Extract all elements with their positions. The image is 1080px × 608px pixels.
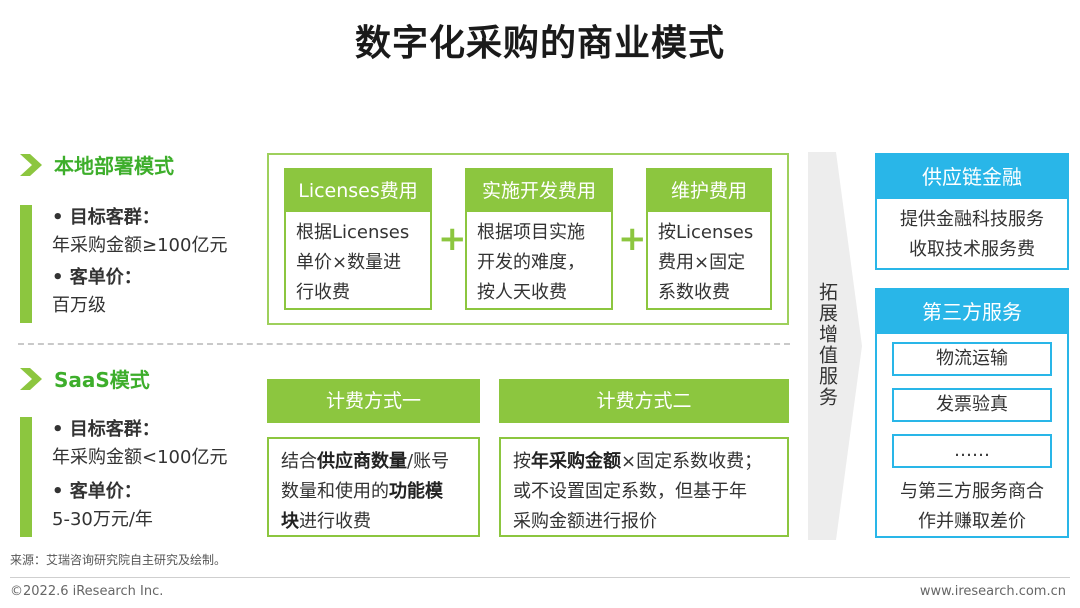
supply-chain-finance-head: 供应链金融 [877, 155, 1067, 199]
text-segment: /账号 [407, 451, 450, 472]
card-line: 费用×固定 [658, 252, 746, 273]
expand-arrow-icon [808, 152, 862, 540]
copyright: ©2022.6 iResearch Inc. [10, 584, 164, 599]
card-line: 根据Licenses [296, 222, 410, 243]
website-link[interactable]: www.iresearch.com.cn [919, 584, 1066, 599]
onprem-target-value: 年采购金额≥100亿元 [52, 235, 228, 256]
saas-section-header: SaaS模式 [18, 364, 150, 393]
onprem-price-value: 百万级 [52, 295, 106, 316]
text-segment: 结合 [281, 451, 317, 472]
section-divider [18, 343, 790, 345]
card-line: 行收费 [296, 282, 350, 303]
saas-info: • 目标客群： 年采购金额<100亿元 • 客单价： 5-30万元/年 [52, 416, 227, 534]
invoice-verification-item: 发票验真 [892, 388, 1052, 422]
text-line: 提供金融科技服务 [900, 209, 1044, 230]
onprem-fee-box [267, 153, 789, 325]
onprem-price-label: • 客单价： [52, 267, 142, 288]
saas-accent-bar [20, 417, 32, 537]
text-line: 作并赚取差价 [918, 511, 1026, 532]
maintenance-fee-head: 维护费用 [648, 170, 770, 212]
implementation-fee-body: 根据项目实施 开发的难度， 按人天收费 [467, 212, 611, 314]
page-title: 数字化采购的商业模式 [354, 23, 725, 64]
expand-services-label: 拓展增值服务 [816, 282, 838, 408]
saas-heading: SaaS模式 [54, 368, 150, 392]
ellipsis-item: …… [892, 434, 1052, 468]
billing-method-two-head: 计费方式二 [499, 379, 789, 423]
saas-price-value: 5-30万元/年 [52, 509, 153, 530]
third-party-services-box: 第三方服务 [875, 288, 1069, 538]
onprem-accent-bar [20, 205, 32, 323]
card-line: 系数收费 [658, 282, 730, 303]
maintenance-fee-body: 按Licenses 费用×固定 系数收费 [648, 212, 770, 314]
text-segment: 或不设置固定系数，但基于年 [513, 481, 747, 502]
onprem-section-header: 本地部署模式 [18, 150, 174, 179]
card-line: 单价×数量进 [296, 252, 402, 273]
source-note: 来源：艾瑞咨询研究院自主研究及绘制。 [10, 553, 227, 567]
plus-icon: + [618, 219, 647, 259]
license-fee-body: 根据Licenses 单价×数量进 行收费 [286, 212, 430, 314]
third-party-services-text: 与第三方服务商合 作并赚取差价 [877, 477, 1067, 537]
saas-target-value: 年采购金额<100亿元 [52, 447, 228, 468]
onprem-info: • 目标客群： 年采购金额≥100亿元 • 客单价： 百万级 [52, 204, 227, 320]
text-segment: 按 [513, 451, 531, 472]
text-line: 收取技术服务费 [909, 239, 1035, 260]
plus-icon: + [438, 219, 467, 259]
license-fee-card: Licenses费用 根据Licenses 单价×数量进 行收费 [284, 168, 432, 310]
billing-method-two-body: 按年采购金额×固定系数收费； 或不设置固定系数，但基于年 采购金额进行报价 [499, 437, 789, 537]
supply-chain-finance-body: 提供金融科技服务 收取技术服务费 [877, 199, 1067, 265]
license-fee-head: Licenses费用 [286, 170, 430, 212]
onprem-target-label: • 目标客群： [52, 207, 160, 228]
emphasis-text: 块 [281, 511, 299, 532]
text-segment: ×固定系数收费； [621, 451, 763, 472]
logistics-item: 物流运输 [892, 342, 1052, 376]
billing-method-one-body: 结合供应商数量/账号 数量和使用的功能模 块进行收费 [267, 437, 480, 537]
card-line: 根据项目实施 [477, 222, 585, 243]
implementation-fee-head: 实施开发费用 [467, 170, 611, 212]
emphasis-text: 功能模 [389, 481, 443, 502]
chevron-right-icon [20, 153, 42, 176]
maintenance-fee-card: 维护费用 按Licenses 费用×固定 系数收费 [646, 168, 772, 310]
supply-chain-finance-box: 供应链金融 提供金融科技服务 收取技术服务费 [875, 153, 1069, 270]
text-segment: 数量和使用的 [281, 481, 389, 502]
onprem-heading: 本地部署模式 [54, 154, 174, 178]
third-party-services-head: 第三方服务 [877, 290, 1067, 334]
implementation-fee-card: 实施开发费用 根据项目实施 开发的难度， 按人天收费 [465, 168, 613, 310]
card-line: 开发的难度， [477, 252, 585, 273]
text-line: 与第三方服务商合 [900, 481, 1044, 502]
saas-target-label: • 目标客群： [52, 419, 160, 440]
emphasis-text: 年采购金额 [531, 451, 621, 472]
text-segment: 进行收费 [299, 511, 371, 532]
chevron-right-icon [20, 367, 42, 390]
card-line: 按人天收费 [477, 282, 567, 303]
footer-divider [10, 577, 1070, 578]
card-line: 按Licenses [658, 222, 754, 243]
text-segment: 采购金额进行报价 [513, 511, 657, 532]
billing-method-one-head: 计费方式一 [267, 379, 480, 423]
saas-price-label: • 客单价： [52, 481, 142, 502]
emphasis-text: 供应商数量 [317, 451, 407, 472]
